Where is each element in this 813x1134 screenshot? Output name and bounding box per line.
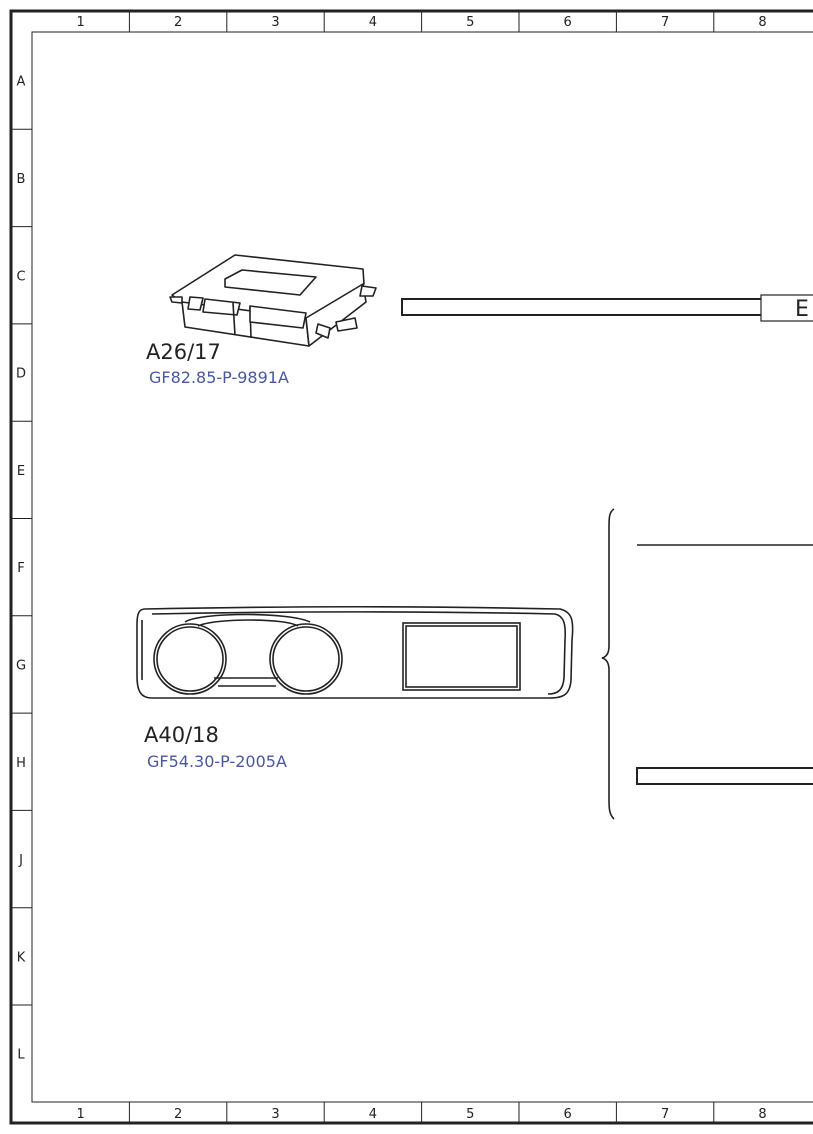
row-label: J: [18, 853, 23, 868]
row-label: L: [17, 1048, 25, 1063]
instrument-cluster-drawing: [136, 605, 574, 699]
column-label-bottom: 2: [174, 1107, 182, 1122]
column-label-top: 3: [271, 15, 279, 30]
component-ref-link-a26-17[interactable]: GF82.85-P-9891A: [149, 368, 289, 387]
column-labels-bottom: 1 2 3 4 5 6 7 8: [77, 1107, 767, 1122]
outer-border: [9, 9, 813, 1125]
row-ticks: [11, 128, 32, 1006]
column-label-top: 7: [661, 15, 669, 30]
connector-label: E: [795, 297, 809, 322]
column-label-top: 2: [174, 15, 182, 30]
column-label-bottom: 8: [758, 1107, 766, 1122]
row-label: E: [17, 464, 25, 479]
component-id-a40-18: A40/18: [144, 723, 219, 747]
harness-upper: [401, 294, 813, 322]
component-id-a26-17: A26/17: [146, 340, 221, 364]
row-label: K: [17, 950, 26, 965]
column-labels-top: 1 2 3 4 5 6 7 8: [77, 15, 767, 30]
column-label-top: 5: [466, 15, 474, 30]
row-label: G: [16, 658, 26, 673]
column-label-top: 4: [369, 15, 377, 30]
column-label-bottom: 4: [369, 1107, 377, 1122]
column-label-top: 6: [564, 15, 572, 30]
row-label: F: [17, 561, 24, 576]
row-label: C: [16, 269, 25, 284]
control-unit-drawing: [169, 254, 377, 347]
column-label-top: 1: [77, 15, 85, 30]
row-label: B: [17, 172, 26, 187]
row-label: A: [17, 75, 26, 90]
component-ref-link-a40-18[interactable]: GF54.30-P-2005A: [147, 752, 287, 771]
column-label-bottom: 3: [271, 1107, 279, 1122]
row-labels: A B C D E F G H J K L: [16, 75, 26, 1063]
row-label: H: [16, 756, 26, 771]
column-label-bottom: 7: [661, 1107, 669, 1122]
bus-brace: [601, 508, 813, 820]
column-ticks: [128, 11, 715, 1123]
inner-border: [31, 31, 813, 1103]
column-label-bottom: 6: [564, 1107, 572, 1122]
column-label-bottom: 1: [77, 1107, 85, 1122]
row-label: D: [16, 367, 26, 382]
column-label-bottom: 5: [466, 1107, 474, 1122]
column-label-top: 8: [758, 15, 766, 30]
